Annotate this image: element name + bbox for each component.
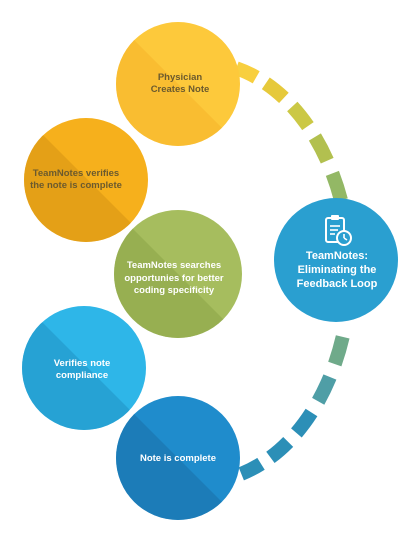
hub-title: TeamNotes: Eliminating the Feedback Loop (296, 249, 378, 291)
dash-segment (328, 335, 350, 367)
step-label-coding-specificity: TeamNotes searches opportunies for bette… (124, 260, 224, 297)
dashed-connector-arc (233, 61, 350, 481)
clipboard-clock-icon (325, 215, 352, 246)
step-label-verifies-complete: TeamNotes verifies the note is complete (30, 167, 122, 191)
dash-segment (266, 436, 294, 464)
dash-segment (238, 457, 265, 481)
step-circle-5 (116, 396, 240, 520)
dash-segment (308, 133, 334, 164)
step-circle-2 (24, 118, 148, 242)
step-circle-1 (116, 22, 240, 146)
step-label-verifies-compliance: Verifies note compliance (53, 357, 111, 381)
dash-segment (261, 77, 289, 104)
step-circle-4 (22, 306, 146, 430)
hub-circle (274, 198, 398, 322)
dash-segment (291, 408, 318, 438)
dash-segment (287, 101, 314, 131)
dash-segment (312, 374, 337, 405)
step-label-note-complete: Note is complete (139, 452, 217, 464)
dash-segment (325, 170, 348, 203)
step-label-physician-creates-note: Physician Creates Note (150, 71, 210, 95)
step-circle-3 (114, 210, 242, 338)
